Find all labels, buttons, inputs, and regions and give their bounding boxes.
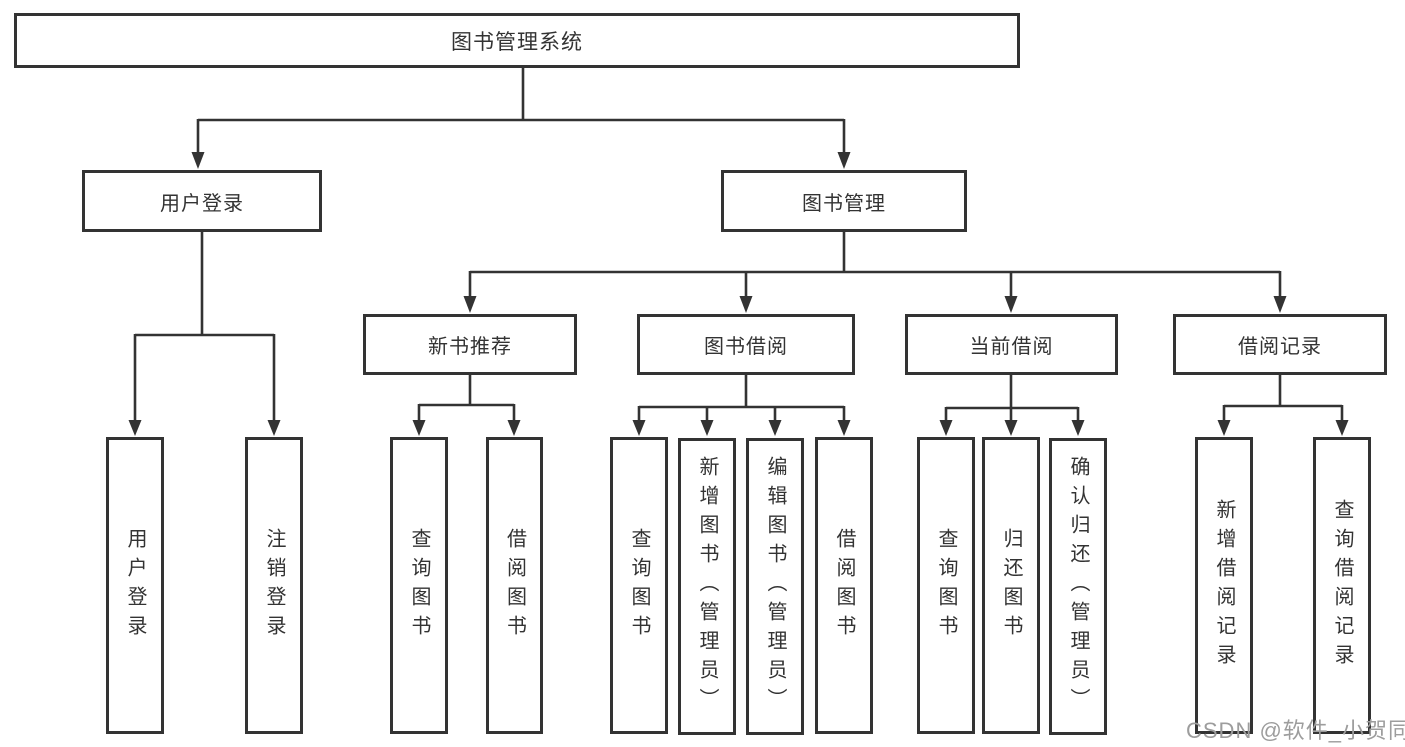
node-label: 图书借阅	[704, 336, 788, 358]
leaf-borrow-books-recommend: 借阅图书	[486, 437, 543, 734]
leaf-add-borrow-record: 新增借阅记录	[1195, 437, 1253, 734]
node-book-borrowing: 图书借阅	[637, 314, 855, 375]
leaf-edit-book-admin: 编辑图书（管理员）	[746, 438, 804, 735]
leaf-confirm-return-admin: 确认归还（管理员）	[1049, 438, 1107, 735]
node-label: 借阅记录	[1238, 336, 1322, 358]
node-label: 查询借阅记录	[1331, 498, 1353, 673]
node-label: 用户登录	[160, 192, 244, 215]
leaf-query-books-current: 查询图书	[917, 437, 975, 734]
connector-borrow-records-children	[1217, 375, 1349, 436]
node-book-management: 图书管理	[721, 170, 967, 232]
node-user-login: 用户登录	[82, 170, 322, 232]
leaf-add-book-admin: 新增图书（管理员）	[678, 438, 736, 735]
node-label: 用户登录	[124, 527, 146, 644]
node-label: 借阅图书	[833, 527, 855, 644]
leaf-borrow-books: 借阅图书	[815, 437, 873, 734]
node-borrowing-records: 借阅记录	[1173, 314, 1387, 375]
node-root-book-management-system: 图书管理系统	[14, 13, 1020, 68]
node-label: 归还图书	[1000, 527, 1022, 644]
leaf-query-books-recommend: 查询图书	[390, 437, 448, 734]
leaf-query-books-borrowing: 查询图书	[610, 437, 668, 734]
connector-book-borrow-children	[632, 375, 851, 436]
node-label: 借阅图书	[503, 527, 526, 644]
node-label: 新增借阅记录	[1213, 498, 1235, 673]
node-label: 当前借阅	[969, 336, 1054, 358]
connector-user-login-children	[128, 232, 281, 436]
connector-book-mgmt-to-level3	[463, 232, 1287, 313]
leaf-logout: 注销登录	[245, 437, 303, 734]
node-current-borrowing: 当前借阅	[905, 314, 1118, 375]
node-label: 新书推荐	[428, 336, 512, 358]
node-label: 新增图书（管理员）	[696, 456, 718, 717]
node-new-book-recommend: 新书推荐	[363, 314, 577, 375]
csdn-watermark: CSDN @软件_小贺同学	[1186, 718, 1405, 743]
node-label: 查询图书	[935, 527, 957, 644]
node-label: 编辑图书（管理员）	[764, 456, 786, 717]
node-label: 查询图书	[408, 527, 430, 644]
leaf-query-borrow-record: 查询借阅记录	[1313, 437, 1371, 734]
connector-new-book-rec-children	[412, 375, 521, 436]
node-label: 查询图书	[628, 527, 650, 644]
leaf-user-login: 用户登录	[106, 437, 164, 734]
node-label: 确认归还（管理员）	[1067, 456, 1089, 717]
connector-current-borrow-children	[939, 375, 1085, 436]
node-label: 图书管理系统	[451, 30, 583, 54]
node-label: 注销登录	[263, 527, 285, 644]
node-label: 图书管理	[802, 192, 886, 215]
leaf-return-books: 归还图书	[982, 437, 1040, 734]
connector-root-to-level2	[191, 68, 851, 169]
